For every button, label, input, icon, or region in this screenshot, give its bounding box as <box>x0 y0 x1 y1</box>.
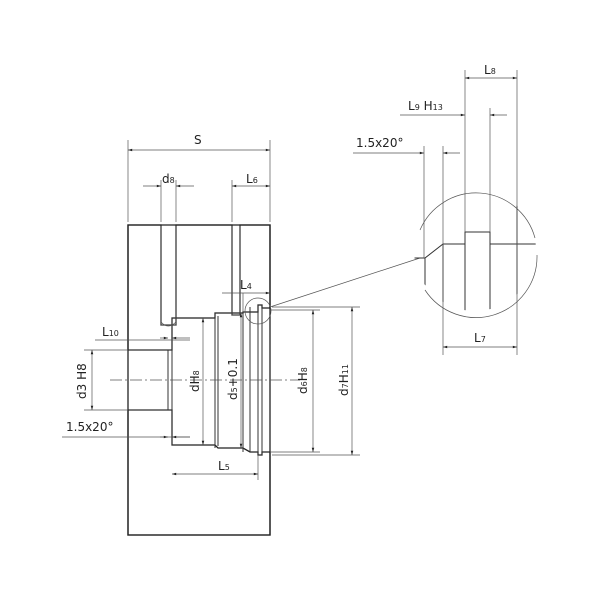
detail-hatched <box>414 189 536 259</box>
detail-leader <box>269 257 421 308</box>
label-l8: L8 <box>484 63 496 77</box>
label-d6-h8: d6H8 <box>296 367 310 394</box>
label-d8: d8 <box>162 172 175 186</box>
label-l6: L6 <box>246 172 258 186</box>
label-chamfer-main: 1.5x20° <box>66 420 113 434</box>
label-chamfer-detail: 1.5x20° <box>356 136 403 150</box>
detail-marker-circle <box>244 297 272 325</box>
label-l10: L10 <box>102 325 119 339</box>
main-section <box>110 224 421 536</box>
label-l9-h13: L9 H13 <box>408 99 443 113</box>
detail-view: L8 L9 H13 1.5x20° L7 <box>353 63 538 355</box>
label-d5: d5+0.1 <box>226 358 240 400</box>
label-l5: L5 <box>218 459 230 473</box>
dimensions-main: S d8 L6 L4 L10 d3 H8 1.5x20° dH8 d5+0.1 … <box>62 133 360 480</box>
label-d3-h8: d3 H8 <box>75 363 89 399</box>
label-l7: L7 <box>474 331 486 345</box>
d8-bore <box>160 224 177 326</box>
l6-bore <box>231 224 241 316</box>
detail-circle <box>419 192 536 239</box>
label-s: S <box>194 133 202 147</box>
body-hatched-lower <box>127 409 271 536</box>
label-d7-h11: d7H11 <box>337 364 351 396</box>
body-outline <box>127 224 271 536</box>
label-l4: L4 <box>240 278 252 292</box>
label-dh8: dH8 <box>188 370 202 392</box>
